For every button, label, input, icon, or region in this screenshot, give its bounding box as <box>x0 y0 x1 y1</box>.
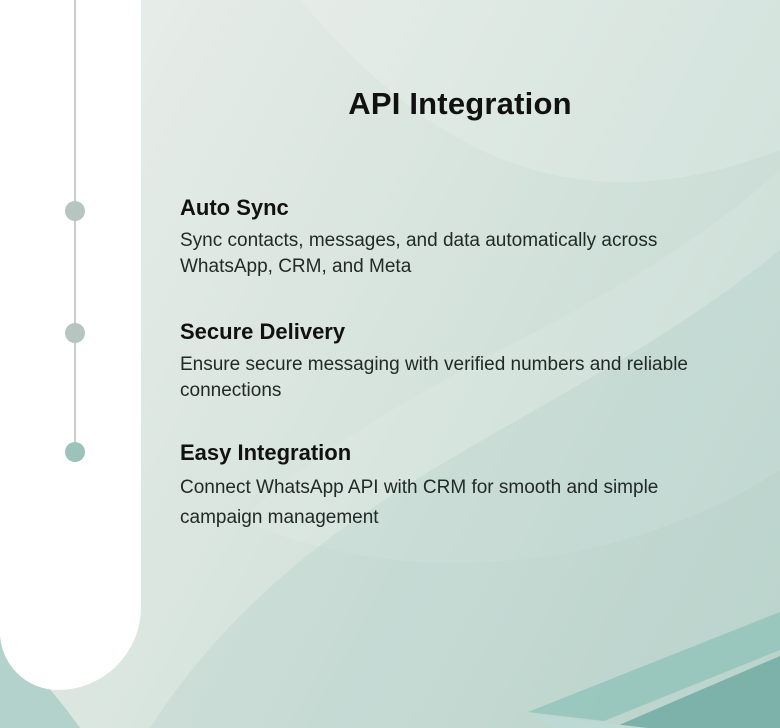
wave-shape <box>240 170 780 564</box>
timeline-line <box>74 0 76 452</box>
wave-shape <box>150 250 780 728</box>
timeline-dot-active <box>65 442 85 462</box>
chevron-triangle-shape <box>612 656 780 728</box>
chevron-small-shape <box>528 714 648 728</box>
timeline-dot <box>65 323 85 343</box>
item-heading: Auto Sync <box>180 195 289 220</box>
timeline-item-easy-integration: Easy Integration Connect WhatsApp API wi… <box>180 440 728 533</box>
chevron-band-shape <box>528 612 780 721</box>
item-description: Sync contacts, messages, and data automa… <box>180 230 658 277</box>
item-heading: Secure Delivery <box>180 319 346 344</box>
item-description: Ensure secure messaging with verified nu… <box>180 354 688 401</box>
left-panel <box>0 0 141 690</box>
item-description: Connect WhatsApp API with CRM for smooth… <box>180 477 659 528</box>
timeline-item-auto-sync: Auto Sync Sync contacts, messages, and d… <box>180 195 728 280</box>
slide-title: API Integration <box>348 86 572 121</box>
item-heading: Easy Integration <box>180 440 352 465</box>
wave-shape <box>300 0 780 183</box>
timeline-item-secure-delivery: Secure Delivery Ensure secure messaging … <box>180 319 728 404</box>
timeline-dot <box>65 201 85 221</box>
